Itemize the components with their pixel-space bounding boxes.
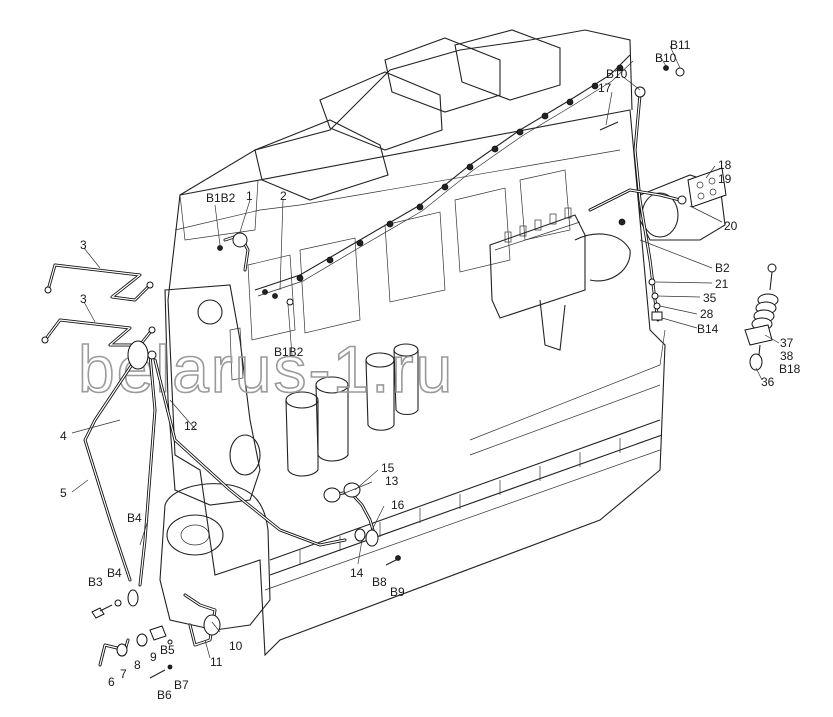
- label-b6: B6: [157, 688, 172, 702]
- label-b4-upper: B4: [127, 511, 142, 525]
- label-b1b2-lower: B1B2: [274, 345, 304, 359]
- label-36: 36: [761, 375, 775, 389]
- label-8: 8: [134, 658, 141, 672]
- label-19: 19: [718, 172, 732, 186]
- label-20: 20: [724, 219, 738, 233]
- callout-labels: 3 3 4 5 B4 B3 B4 6 7 8 9 B5 B6 B7 10 11 …: [60, 38, 801, 702]
- label-b3: B3: [88, 575, 103, 589]
- label-b9: B9: [390, 585, 405, 599]
- label-10: 10: [229, 639, 243, 653]
- label-b7: B7: [174, 678, 189, 692]
- label-b14: B14: [697, 322, 719, 336]
- label-b10-upper: B10: [655, 51, 677, 65]
- label-1: 1: [246, 189, 253, 203]
- label-2: 2: [280, 189, 287, 203]
- label-b10-lower: B10: [606, 67, 628, 81]
- engine-block: [159, 29, 726, 657]
- label-b4-lower: B4: [107, 566, 122, 580]
- label-35: 35: [703, 291, 717, 305]
- label-3-lower: 3: [80, 292, 87, 306]
- label-17: 17: [598, 81, 612, 95]
- label-13: 13: [385, 474, 399, 488]
- label-14: 14: [350, 566, 364, 580]
- fittings: [41, 65, 779, 679]
- label-9: 9: [150, 650, 157, 664]
- label-18: 18: [718, 158, 732, 172]
- label-12: 12: [184, 419, 198, 433]
- label-7: 7: [120, 667, 127, 681]
- label-11: 11: [210, 655, 223, 669]
- label-b5: B5: [160, 643, 175, 657]
- label-b1b2-upper: B1B2: [206, 191, 236, 205]
- label-b11: B11: [670, 38, 691, 52]
- label-b8: B8: [372, 575, 387, 589]
- label-6: 6: [108, 675, 115, 689]
- label-37: 37: [780, 336, 794, 350]
- label-b2: B2: [715, 261, 730, 275]
- label-4: 4: [60, 429, 67, 443]
- label-16: 16: [391, 498, 405, 512]
- label-38: 38: [780, 349, 794, 363]
- label-15: 15: [381, 461, 395, 475]
- label-b18: B18: [779, 362, 801, 376]
- label-5: 5: [60, 486, 67, 500]
- leader-lines: [71, 45, 780, 659]
- label-3-upper: 3: [80, 238, 87, 252]
- label-21: 21: [715, 277, 729, 291]
- label-28: 28: [700, 307, 714, 321]
